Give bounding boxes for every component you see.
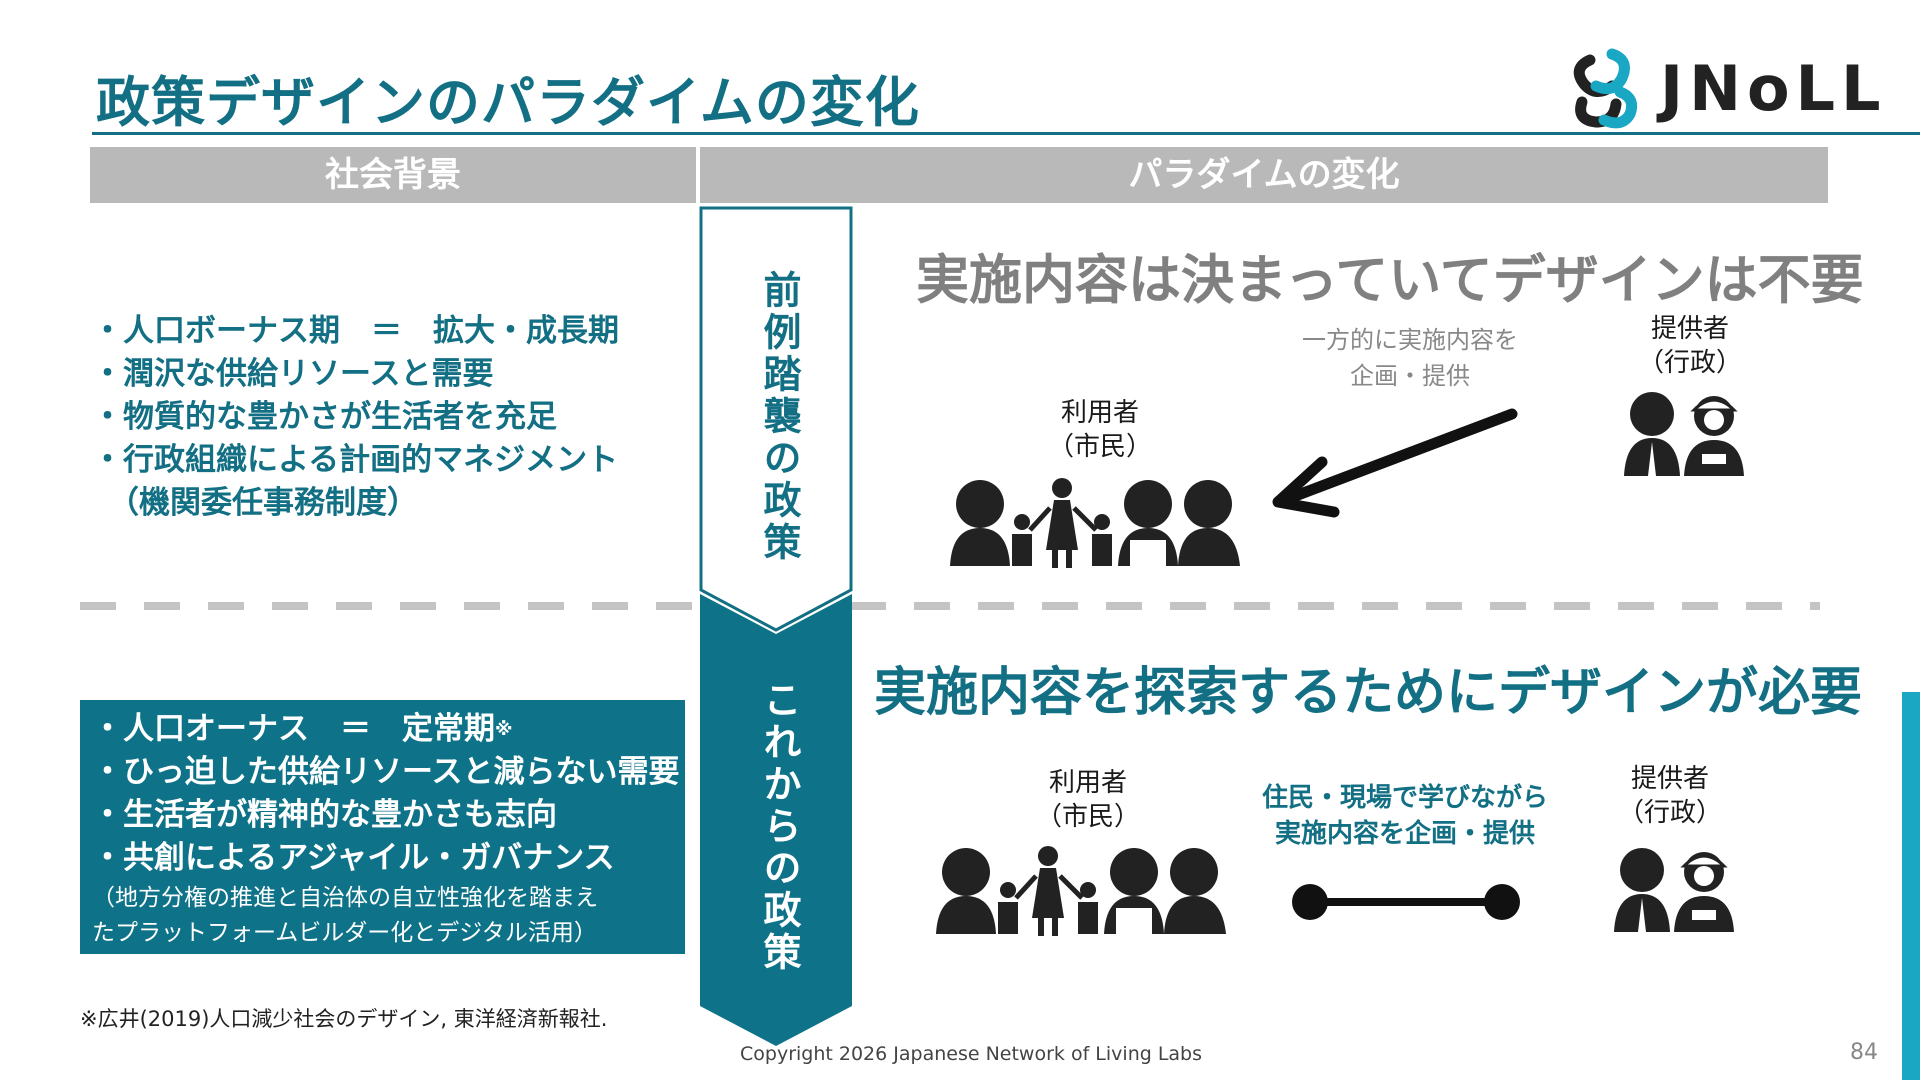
old-paradigm-heading: 実施内容は決まっていてデザインは不要 [916, 250, 1864, 311]
list-item: ・人口オーナス ＝ 定常期※ [92, 708, 685, 751]
label-line: 利用者 [1048, 768, 1127, 798]
list-note: たプラットフォームビルダー化とデジタル活用） [92, 920, 597, 946]
list-item: ・共創によるアジャイル・ガバナンス [92, 840, 615, 876]
list-item: ・人口ボーナス期 ＝ 拡大・成長期 [92, 313, 619, 349]
arrow-label-precedent: 前例踏襲の政策 [757, 270, 801, 564]
label-line: 提供者 [1650, 314, 1729, 344]
old-arrow-text: 一方的に実施内容を 企画・提供 [1260, 322, 1560, 394]
officials-icon [1624, 392, 1744, 476]
new-provider-label: 提供者 （行政） [1600, 762, 1740, 830]
list-item: ・潤沢な供給リソースと需要 [92, 356, 494, 392]
label-line: （行政） [1617, 798, 1722, 828]
citizens-group-icon [936, 846, 1226, 936]
arrow-label-future: これからの政策 [757, 680, 801, 974]
arrow-left-icon [1272, 408, 1518, 518]
accent-bar [1902, 692, 1920, 1080]
logo-text: JNoLL [1660, 52, 1887, 125]
copyright: Copyright 2026 Japanese Network of Livin… [740, 1043, 1203, 1065]
label-line: 実施内容を企画・提供 [1274, 819, 1535, 849]
old-user-label: 利用者 （市民） [1030, 396, 1170, 464]
list-note: （地方分権の推進と自治体の自立性強化を踏まえ [92, 885, 598, 911]
label-line: 一方的に実施内容を [1302, 326, 1518, 354]
jnoll-logo-icon [1573, 48, 1638, 129]
new-arrow-text: 住民・現場で学びながら 実施内容を企画・提供 [1240, 780, 1570, 852]
down-arrow-icon [699, 206, 853, 1046]
list-item: ・ひっ迫した供給リソースと減らない需要 [92, 754, 680, 790]
officials-icon [1614, 848, 1734, 932]
list-item-text: ・人口オーナス ＝ 定常期 [92, 711, 495, 747]
connector-icon [1292, 884, 1520, 920]
list-item: ・行政組織による計画的マネジメント [92, 442, 619, 478]
background-lower-box: ・人口オーナス ＝ 定常期※ ・ひっ迫した供給リソースと減らない需要 ・生活者が… [80, 700, 685, 954]
title-rule [92, 132, 1920, 135]
new-user-label: 利用者 （市民） [1018, 766, 1158, 834]
footnote-mark: ※ [495, 719, 513, 740]
citizens-group-icon [950, 478, 1240, 568]
old-provider-label: 提供者 （行政） [1620, 312, 1760, 380]
header-social-background: 社会背景 [90, 147, 696, 203]
new-paradigm-heading: 実施内容を探索するためにデザインが必要 [874, 663, 1863, 723]
header-paradigm-change: パラダイムの変化 [700, 147, 1828, 203]
label-line: 利用者 [1060, 398, 1139, 428]
background-upper-list: ・人口ボーナス期 ＝ 拡大・成長期 ・潤沢な供給リソースと需要 ・物質的な豊かさ… [92, 310, 702, 525]
label-line: （行政） [1637, 348, 1742, 378]
list-item: （機関委任事務制度） [108, 485, 418, 521]
label-line: 提供者 [1630, 764, 1709, 794]
footnote: ※広井(2019)人口減少社会のデザイン, 東洋経済新報社. [80, 1007, 608, 1031]
label-line: 住民・現場で学びながら [1261, 783, 1548, 813]
label-line: （市民） [1047, 432, 1152, 462]
slide-title: 政策デザインのパラダイムの変化 [96, 71, 920, 134]
page-number: 84 [1850, 1040, 1878, 1065]
label-line: （市民） [1035, 802, 1140, 832]
dashed-separator [850, 602, 1820, 610]
label-line: 企画・提供 [1350, 362, 1470, 390]
list-item: ・物質的な豊かさが生活者を充足 [92, 399, 557, 435]
dashed-separator [80, 602, 700, 610]
list-item: ・生活者が精神的な豊かさも志向 [92, 797, 557, 833]
